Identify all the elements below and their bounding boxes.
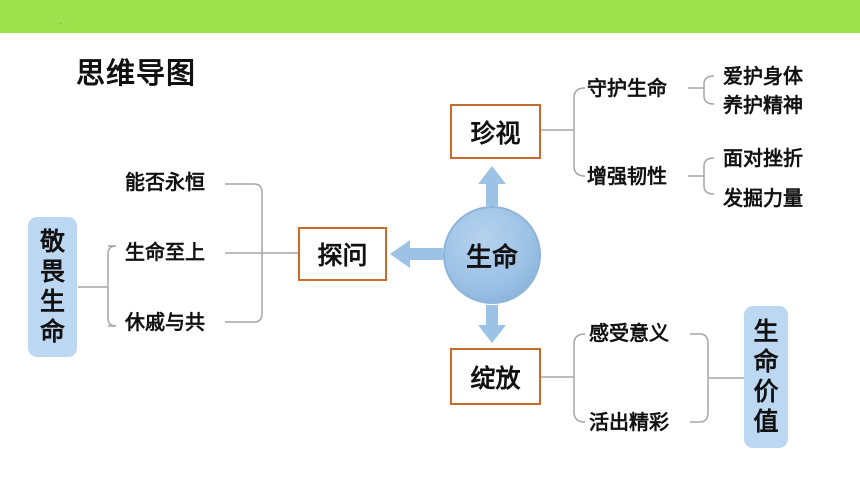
hub-box-left: 探问 (298, 227, 387, 281)
result-pill: 生 命 价 值 (744, 306, 788, 448)
result-bracket (690, 333, 709, 423)
left-item-3: 休戚与共 (125, 310, 205, 334)
left-item-2: 生命至上 (125, 240, 205, 264)
branch2-bracket (703, 157, 715, 195)
leaf-2: 养护精神 (723, 93, 803, 117)
leaf-1: 爱护身体 (723, 64, 803, 88)
top-banner (0, 0, 860, 33)
bottom-items-bracket (573, 333, 586, 423)
leaf-4: 发掘力量 (723, 186, 803, 210)
root-pill: 敬 畏 生 命 (28, 217, 77, 357)
center-circle: 生命 (443, 206, 541, 304)
down-arrow (478, 305, 506, 343)
hub-box-bottom: 绽放 (450, 348, 541, 405)
top-branch-2: 增强韧性 (587, 164, 667, 188)
root-label: 敬 畏 生 命 (39, 227, 65, 346)
up-arrow (478, 166, 506, 206)
result-label: 生 命 价 值 (753, 317, 779, 436)
banner-dot: · (60, 21, 62, 28)
page-title: 思维导图 (76, 56, 197, 90)
top-branch-bracket (573, 87, 586, 177)
leaf-3: 面对挫折 (723, 146, 803, 170)
branch1-bracket (703, 75, 715, 105)
root-bracket (107, 245, 117, 327)
hub-box-top: 珍视 (450, 104, 541, 159)
bottom-item-1: 感受意义 (589, 321, 669, 345)
bottom-item-2: 活出精彩 (589, 410, 669, 434)
left-arrow (390, 240, 443, 268)
top-branch-1: 守护生命 (587, 76, 667, 100)
left-item-1: 能否永恒 (125, 170, 205, 194)
